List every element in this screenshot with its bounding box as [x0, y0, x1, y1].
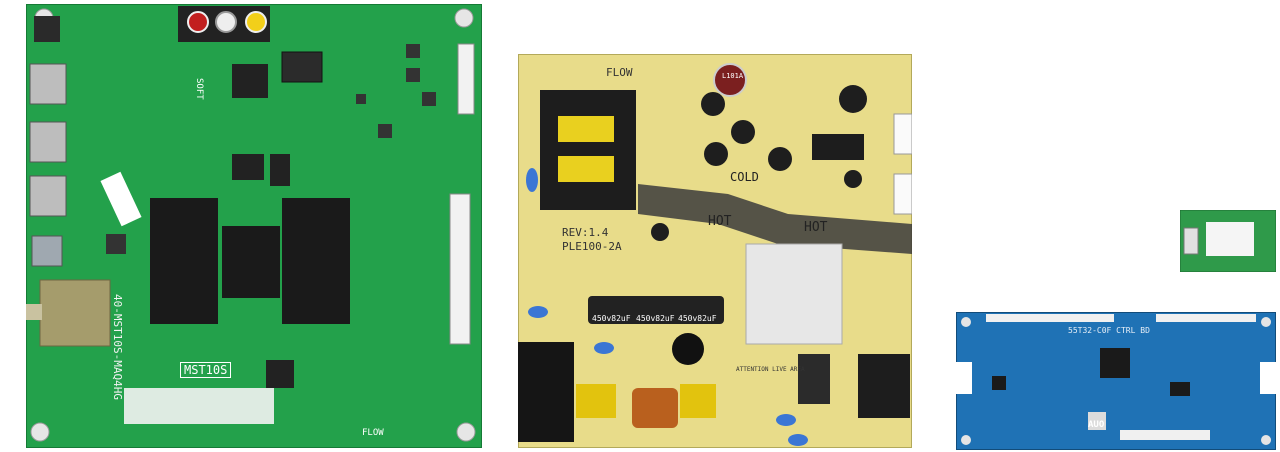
main-board-chip-label: MST10S: [180, 362, 232, 378]
power-board-hot-label-2: HOT: [804, 220, 828, 235]
power-board-cap-label-3: 450v82uF: [678, 314, 717, 323]
tcon-board-brand-label: AUO: [1088, 420, 1105, 430]
power-board: FLOW REV:1.4 PLE100-2A COLD HOT HOT 450v…: [518, 54, 912, 448]
power-board-graphic: [518, 54, 912, 448]
power-board-attention-label: ATTENTION LIVE AREA: [736, 366, 805, 373]
power-board-rev-label: REV:1.4: [562, 226, 609, 239]
wifi-module: [1180, 210, 1276, 272]
power-board-flow-label: FLOW: [606, 66, 633, 79]
power-board-cap-label-1: 450v82uF: [592, 314, 631, 323]
power-board-hot-label-1: HOT: [708, 214, 732, 229]
power-board-model-label: PLE100-2A: [562, 240, 622, 253]
tcon-board-graphic: [956, 312, 1276, 450]
main-board-flow-label: FLOW: [362, 428, 384, 438]
power-board-inductor-label: L101A: [722, 72, 744, 80]
power-board-cap-label-2: 450v82uF: [636, 314, 675, 323]
tcon-board: 55T32-C0F CTRL BD AUO: [956, 312, 1276, 450]
main-board-graphic: [26, 4, 482, 448]
wifi-module-graphic: [1180, 210, 1276, 272]
power-board-cold-label: COLD: [730, 170, 759, 184]
main-board: 40-MST10S-MAQ4HG MST10S FLOW SOFT: [26, 4, 482, 448]
main-board-soft-label: SOFT: [194, 78, 204, 100]
main-board-model-label: 40-MST10S-MAQ4HG: [111, 294, 124, 400]
tcon-board-model-label: 55T32-C0F CTRL BD: [1068, 326, 1150, 335]
